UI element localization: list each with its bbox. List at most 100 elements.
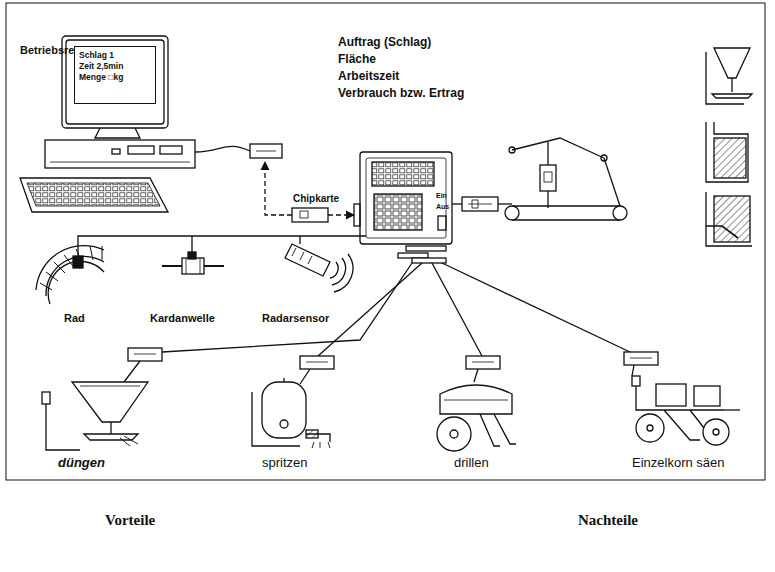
connector-plug	[472, 200, 478, 208]
connector-plug	[630, 358, 652, 359]
connector-plug	[466, 356, 500, 369]
field-sprayer	[312, 442, 330, 448]
pc-computer	[95, 128, 140, 138]
card-reader	[250, 144, 282, 158]
chip	[300, 211, 308, 218]
fertiliser-spreader	[120, 436, 138, 446]
wheel-sensor	[36, 246, 104, 290]
precision-seeder	[647, 425, 653, 431]
part-label: Chipkarte	[293, 193, 339, 205]
frame	[6, 3, 765, 480]
fertiliser-spreader	[110, 422, 111, 434]
cardan-shaft-sensor	[162, 252, 224, 274]
fertiliser-spreader	[42, 382, 148, 450]
precision-seeder	[664, 410, 704, 440]
blade-icon	[706, 226, 738, 238]
pc-computer	[112, 149, 120, 154]
three-point-hitch	[509, 147, 515, 153]
pc-computer	[62, 36, 168, 128]
spreader-icon	[712, 94, 752, 98]
implement-cable	[442, 263, 630, 352]
seed-drill	[437, 417, 471, 451]
precision-seeder	[713, 429, 719, 435]
switch-label: Ein	[436, 192, 447, 200]
precision-seeder	[724, 409, 740, 410]
radar-sensor	[292, 248, 312, 264]
blade-icon	[706, 192, 752, 246]
cardan-shaft-sensor	[182, 258, 204, 274]
plug-cable	[124, 361, 634, 384]
wheel-sensor	[73, 256, 83, 268]
board-terminal	[360, 152, 452, 244]
three-point-hitch	[512, 138, 604, 158]
implement-cable	[162, 263, 412, 352]
cable	[498, 203, 512, 204]
pc-computer	[50, 162, 190, 163]
three-point-hitch	[512, 206, 620, 220]
card-arrow	[265, 162, 292, 215]
pc-computer	[66, 40, 164, 124]
three-point-hitch	[505, 206, 519, 220]
fertiliser-spreader	[72, 382, 148, 422]
three-point-hitch	[540, 165, 556, 191]
data-item: Auftrag (Schlag)	[338, 36, 431, 50]
sensor-cable	[78, 236, 366, 256]
board-terminal	[354, 204, 360, 226]
cardan-shaft-sensor	[186, 258, 200, 274]
screen-text: Schlag 1	[79, 50, 151, 61]
switch-label: Aus	[436, 203, 449, 211]
screen-text: Menge □kg	[79, 72, 151, 83]
three-point-hitch	[613, 206, 627, 220]
precision-seeder	[632, 376, 740, 445]
pc-computer	[20, 36, 195, 212]
box-icon	[706, 122, 748, 182]
pc-computer	[128, 146, 154, 154]
pc-computer	[20, 178, 168, 212]
wheel-sensor	[40, 246, 102, 290]
connector-plug	[472, 362, 494, 363]
data-item: Verbrauch bzw. Ertrag	[338, 87, 464, 101]
board-terminal	[354, 152, 452, 244]
seed-drill	[480, 414, 516, 446]
connector-plug	[624, 352, 658, 365]
section-heading: Vorteile	[105, 512, 155, 529]
connector-plug	[462, 197, 498, 211]
box-icon	[714, 138, 746, 178]
box-icon	[706, 122, 748, 182]
implement-label: düngen	[58, 456, 105, 471]
connector-plug	[128, 348, 162, 361]
seed-drill	[437, 385, 516, 451]
plug-bank	[398, 253, 428, 258]
precision-seeder	[636, 414, 664, 442]
wheel-sensor	[36, 246, 104, 304]
fertiliser-spreader	[46, 392, 80, 450]
fertiliser-spreader	[80, 386, 140, 387]
cable	[452, 203, 462, 204]
three-point-hitch	[544, 172, 552, 182]
connector-plug	[462, 197, 498, 211]
implement-label: spritzen	[262, 456, 308, 471]
implement-cable	[432, 263, 482, 356]
pc-computer	[45, 140, 195, 168]
card-reader	[256, 151, 276, 152]
field-sprayer	[306, 430, 318, 438]
plug-bank	[412, 258, 446, 263]
fertiliser-spreader	[42, 392, 50, 404]
field-sprayer	[280, 420, 288, 428]
board-terminal	[438, 216, 446, 230]
card-reader	[250, 144, 282, 158]
precision-seeder	[703, 419, 729, 445]
radar-sensor	[285, 244, 330, 276]
sensor-label: Radarsensor	[262, 312, 329, 325]
screen-text: Zeit 2,5min	[79, 61, 151, 72]
data-item: Arbeitszeit	[338, 70, 399, 84]
spreader-icon	[731, 78, 732, 92]
implement-cable	[318, 263, 422, 356]
field-sprayer	[283, 378, 284, 382]
pc-computer	[27, 183, 160, 206]
precision-seeder	[632, 376, 640, 386]
pc-computer	[160, 146, 182, 154]
precision-seeder	[636, 378, 724, 410]
spreader-icon	[714, 48, 750, 78]
